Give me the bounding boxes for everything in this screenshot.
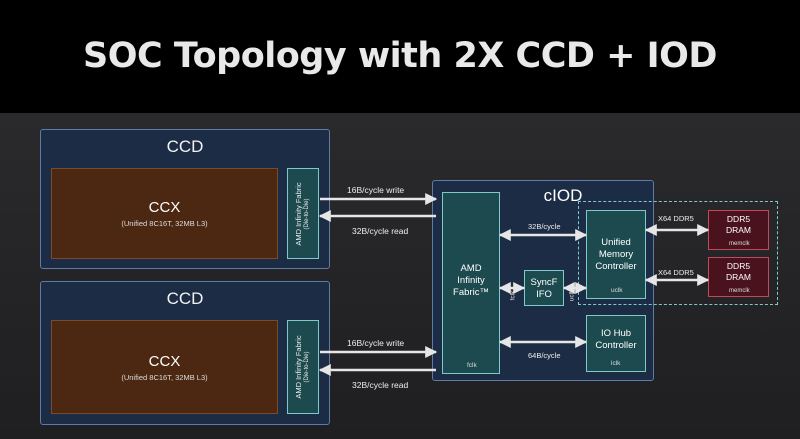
ddr5-dram-top: DDR5 DRAM memclk xyxy=(708,210,769,250)
dram-bottom-clock: memclk xyxy=(729,288,750,294)
umc-link-label: 32B/cycle xyxy=(528,222,561,231)
iohub-text: IO Hub Controller xyxy=(587,328,645,352)
ccx-bottom-title: CCX xyxy=(148,353,181,370)
dram-bottom-text: DDR5 DRAM xyxy=(709,261,768,283)
iohub-line1: IO Hub xyxy=(600,328,632,339)
infinity-fabric-line1: AMD xyxy=(460,263,482,274)
iohub-line2: Controller xyxy=(595,340,637,351)
umc-line1: Unified xyxy=(601,237,631,248)
memory-region-dashed xyxy=(578,201,778,305)
umc-clock: uclk xyxy=(611,287,623,294)
ccx-top-title: CCX xyxy=(148,199,181,216)
iohub-link-label: 64B/cycle xyxy=(528,351,561,360)
infinity-fabric-line2: Infinity xyxy=(457,275,485,286)
ccx-bottom-subtitle: (Unified 8C16T, 32MB L3) xyxy=(121,373,208,382)
syncfifo-text: SyncF IFO xyxy=(525,277,563,301)
infinity-fabric-block: AMD Infinity Fabric™ fclk xyxy=(442,192,500,374)
ccd-bottom-title: CCD xyxy=(166,289,204,308)
umc-line2: Memory xyxy=(598,249,634,260)
bottom-write-label: 16B/cycle write xyxy=(347,338,405,348)
syncfifo-line1: SyncF xyxy=(530,277,558,288)
ccd-bottom: CCD CCX (Unified 8C16T, 32MB L3) AMD Inf… xyxy=(40,281,330,425)
unified-memory-controller: Unified Memory Controller uclk xyxy=(586,210,646,299)
ddr-top-label: X64 DDR5 xyxy=(658,214,694,223)
ccx-top: CCX (Unified 8C16T, 32MB L3) xyxy=(51,168,278,259)
ccx-bottom: CCX (Unified 8C16T, 32MB L3) xyxy=(51,320,278,414)
dram-top-line2: DRAM xyxy=(725,225,752,235)
infinity-fabric-clock: fclk xyxy=(467,362,477,369)
umc-text: Unified Memory Controller xyxy=(587,237,645,273)
iohub-clock: lclk xyxy=(611,360,621,367)
infinity-fabric-die-to-die-bottom: AMD Infinity Fabric (Die-to-Die) xyxy=(287,320,319,414)
page-title: SOC Topology with 2X CCD + IOD xyxy=(83,36,717,76)
title-band xyxy=(0,0,800,113)
ciod-title: cIOD xyxy=(543,186,583,205)
bottom-read-label: 32B/cycle read xyxy=(352,380,409,390)
top-read-label: 32B/cycle read xyxy=(352,226,409,236)
dram-bottom-line2: DRAM xyxy=(725,272,752,282)
syncfifo-line2: IFO xyxy=(536,289,552,300)
dram-top-clock: memclk xyxy=(729,241,750,247)
ccd-top-title: CCD xyxy=(166,137,204,156)
infinity-fabric-die-to-die-top: AMD Infinity Fabric (Die-to-Die) xyxy=(287,168,319,259)
infinity-fabric-text: AMD Infinity Fabric™ xyxy=(443,263,499,299)
umc-line3: Controller xyxy=(595,261,637,272)
ddr5-dram-bottom: DDR5 DRAM memclk xyxy=(708,257,769,297)
syncfifo-block: SyncF IFO xyxy=(524,270,564,306)
dram-bottom-line1: DDR5 xyxy=(726,261,751,271)
top-write-label: 16B/cycle write xyxy=(347,185,405,195)
dram-top-line1: DDR5 xyxy=(726,214,751,224)
dram-top-text: DDR5 DRAM xyxy=(709,214,768,236)
infinity-fabric-line3: Fabric™ xyxy=(453,287,489,298)
ccx-top-subtitle: (Unified 8C16T, 32MB L3) xyxy=(121,219,208,228)
ddr-bottom-label: X64 DDR5 xyxy=(658,268,694,277)
